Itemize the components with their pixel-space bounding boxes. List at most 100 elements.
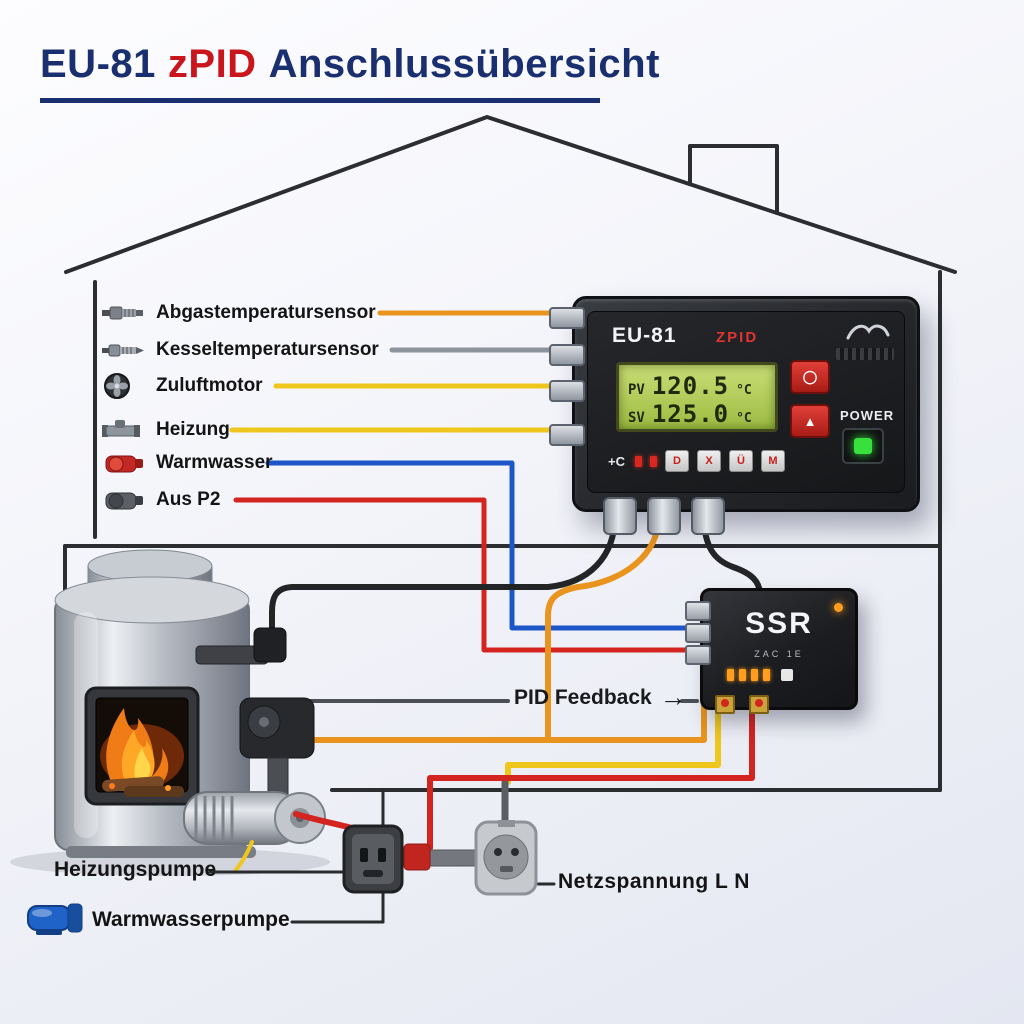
heizungspumpe-label: Heizungspumpe	[54, 858, 217, 881]
cable-gland-2	[647, 497, 681, 535]
title-rest: Anschlussübersicht	[268, 42, 660, 86]
gray-pump-icon	[105, 492, 143, 510]
cable-orange-boiler-ssr	[287, 703, 707, 743]
ssr-connector-3	[685, 645, 711, 665]
cable-ssr-yellow	[505, 700, 721, 785]
pv-label: PV	[628, 382, 645, 398]
fire-flames	[100, 708, 184, 797]
power-button	[842, 428, 884, 464]
terminal-screw	[721, 699, 729, 707]
ssr-connector-1	[685, 601, 711, 621]
title-model: zPID	[167, 42, 257, 86]
key-button-3: Ü	[728, 450, 753, 472]
ssr-terminal-2	[749, 695, 769, 714]
house-outline	[63, 115, 957, 792]
pid-feedback-label: PID Feedback →	[514, 684, 687, 711]
ssr-led-bar	[727, 669, 734, 681]
controller-key-row: +C D X Ü M	[608, 450, 785, 472]
status-led-2	[649, 455, 657, 467]
terminal-screw	[755, 699, 763, 707]
plug-black	[342, 824, 404, 894]
arrow-right-icon: →	[659, 682, 687, 712]
aux-label: +C	[608, 453, 625, 469]
controller-terminal-2	[549, 344, 585, 366]
title-underline	[40, 98, 600, 103]
ssr-terminal-1	[715, 695, 735, 714]
boiler-sensor-icon	[102, 344, 144, 357]
label-row-aus-p2: Aus P2	[102, 487, 220, 513]
cable-controller-boiler	[269, 512, 618, 639]
controller-terminal-3	[549, 380, 585, 402]
valve-icon	[102, 420, 140, 437]
chimney	[688, 144, 779, 215]
lcd-pv-row: PV 120.5 °C	[628, 372, 766, 400]
ssr-switch	[781, 669, 793, 681]
controller-device: EU-81 ZPID PV 120.5 °C SV 125.0 °C ◯	[549, 296, 920, 535]
boiler-base	[66, 846, 256, 858]
wire-aus-p2	[233, 497, 703, 653]
key-button-1: D	[664, 450, 689, 472]
ssr-label: SSR	[745, 607, 813, 640]
lcd-sv-row: SV 125.0 °C	[628, 400, 766, 428]
label-text: Kesseltemperatursensor	[156, 339, 379, 360]
label-text: Warmwasser	[156, 452, 273, 473]
roof-line	[64, 115, 957, 274]
label-text: Abgastemperatursensor	[156, 302, 376, 323]
label-text: Zuluftmotor	[156, 375, 263, 396]
boiler-sensor-fitting	[253, 627, 287, 663]
label-wires	[229, 310, 703, 653]
cable-controller-ssr	[700, 512, 763, 596]
power-button-light	[854, 438, 872, 454]
warmwasserpumpe-label: Warmwasserpumpe	[92, 908, 290, 931]
ssr-led-strip	[727, 669, 793, 681]
plug-link-red-block	[403, 843, 431, 871]
pv-unit: °C	[736, 383, 752, 398]
label-row-abgastemperatursensor: Abgastemperatursensor	[102, 300, 376, 326]
controller-cables	[269, 512, 763, 743]
title-brand: EU-81	[40, 42, 156, 86]
label-text: Aus P2	[156, 489, 221, 510]
ssr-led-bar	[739, 669, 746, 681]
vent-grille	[836, 348, 894, 360]
lcd-display: PV 120.5 °C SV 125.0 °C	[616, 362, 778, 432]
sv-unit: °C	[736, 411, 752, 426]
controller-button-column: ◯ ▲	[790, 360, 830, 438]
sv-value: 125.0	[651, 400, 730, 428]
fan-icon	[104, 373, 130, 399]
cable-pump-yellow	[234, 840, 254, 872]
ssr-sub-label: ZAC 1E	[754, 649, 804, 659]
red-pump-icon	[105, 455, 143, 473]
controller-terminal-1	[549, 307, 585, 329]
cable-ssr-red	[427, 700, 755, 851]
cable-controller-orange-down	[545, 512, 662, 743]
sv-label: SV	[628, 410, 645, 426]
blue-pump-icon	[27, 903, 83, 935]
boiler-dome	[54, 576, 250, 624]
key-button-4: M	[760, 450, 785, 472]
boiler-pump-block	[239, 697, 315, 803]
status-led-1	[634, 455, 642, 467]
controller-brand: EU-81	[612, 324, 677, 347]
label-text: Heizung	[156, 419, 230, 440]
power-label: POWER	[840, 408, 895, 423]
netzspannung-label: Netzspannung L N	[558, 870, 750, 893]
exhaust-sensor-icon	[102, 306, 143, 320]
ssr-status-led	[834, 603, 843, 612]
label-row-heizung: Heizung	[102, 417, 230, 443]
controller-model: ZPID	[716, 329, 759, 346]
ssr-led-bar	[751, 669, 758, 681]
label-row-kesseltemperatursensor: Kesseltemperatursensor	[102, 337, 379, 363]
wire-warmwasser	[265, 460, 703, 631]
label-row-zuluftmotor: Zuluftmotor	[102, 373, 263, 399]
ssr-led-bar	[763, 669, 770, 681]
plug-gray	[474, 820, 538, 896]
controller-terminal-4	[549, 424, 585, 446]
alarm-button: ◯	[790, 360, 830, 394]
cable-gland-3	[691, 497, 725, 535]
boiler	[10, 549, 330, 876]
pv-value: 120.5	[651, 372, 730, 400]
cable-gland-1	[603, 497, 637, 535]
